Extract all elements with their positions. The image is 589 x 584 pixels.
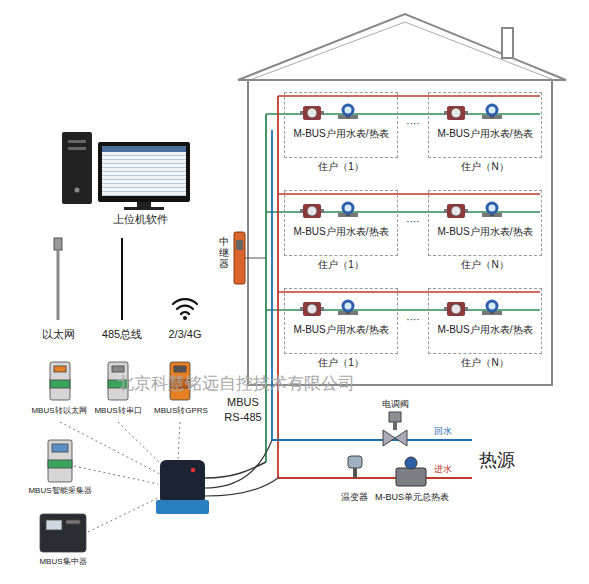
meter-caption: M-BUS户用水表/热表	[429, 323, 541, 337]
household-label: 住户（1）	[285, 258, 397, 272]
valve-label: 电调阀	[382, 399, 409, 410]
pipe-label: 回水	[434, 426, 452, 437]
household-label: 住户（N）	[429, 258, 541, 272]
household-label: 住户（N）	[429, 356, 541, 370]
meter-caption: M-BUS户用水表/热表	[285, 225, 397, 239]
household-box: M-BUS户用水表/热表住户（N）	[428, 190, 542, 256]
heat-source-label: 热源	[479, 450, 515, 472]
household-box: M-BUS户用水表/热表住户（N）	[428, 288, 542, 354]
channel-label: 以太网	[42, 328, 75, 341]
household-label: 住户（1）	[285, 356, 397, 370]
sensor-label: 温变器	[341, 492, 368, 503]
device-label: MBUS转串口	[94, 406, 141, 416]
device-label: MBUS集中器	[39, 557, 86, 567]
household-label: 住户（1）	[285, 160, 397, 174]
device-label: MBUS智能采集器	[28, 486, 91, 496]
household-box: M-BUS户用水表/热表住户（1）	[284, 288, 398, 354]
software-label: 上位机软件	[113, 213, 168, 226]
channel-label: 2/3/4G	[168, 328, 201, 341]
meter-caption: M-BUS户用水表/热表	[285, 323, 397, 337]
ellipsis: ····	[406, 314, 419, 326]
channel-label: 485总线	[102, 328, 142, 341]
bus-label: MBUS	[227, 396, 259, 409]
meter-caption: M-BUS户用水表/热表	[285, 127, 397, 141]
meter-caption: M-BUS户用水表/热表	[429, 127, 541, 141]
device-label: MBUS转GPRS	[154, 406, 208, 416]
repeater-label: 中继器	[219, 236, 229, 269]
household-label: 住户（N）	[429, 160, 541, 174]
meter-label: M-BUS单元总热表	[375, 492, 449, 503]
device-label: MBUS转以太网	[31, 406, 86, 416]
meter-caption: M-BUS户用水表/热表	[429, 225, 541, 239]
bus-label: RS-485	[224, 411, 261, 424]
household-box: M-BUS户用水表/热表住户（N）	[428, 92, 542, 158]
ellipsis: ····	[406, 216, 419, 228]
watermark: 北京科慧铭远自控技术有限公司	[117, 374, 355, 394]
household-box: M-BUS户用水表/热表住户（1）	[284, 190, 398, 256]
household-box: M-BUS户用水表/热表住户（1）	[284, 92, 398, 158]
pipe-label: 进水	[434, 464, 452, 475]
ellipsis: ····	[406, 118, 419, 130]
